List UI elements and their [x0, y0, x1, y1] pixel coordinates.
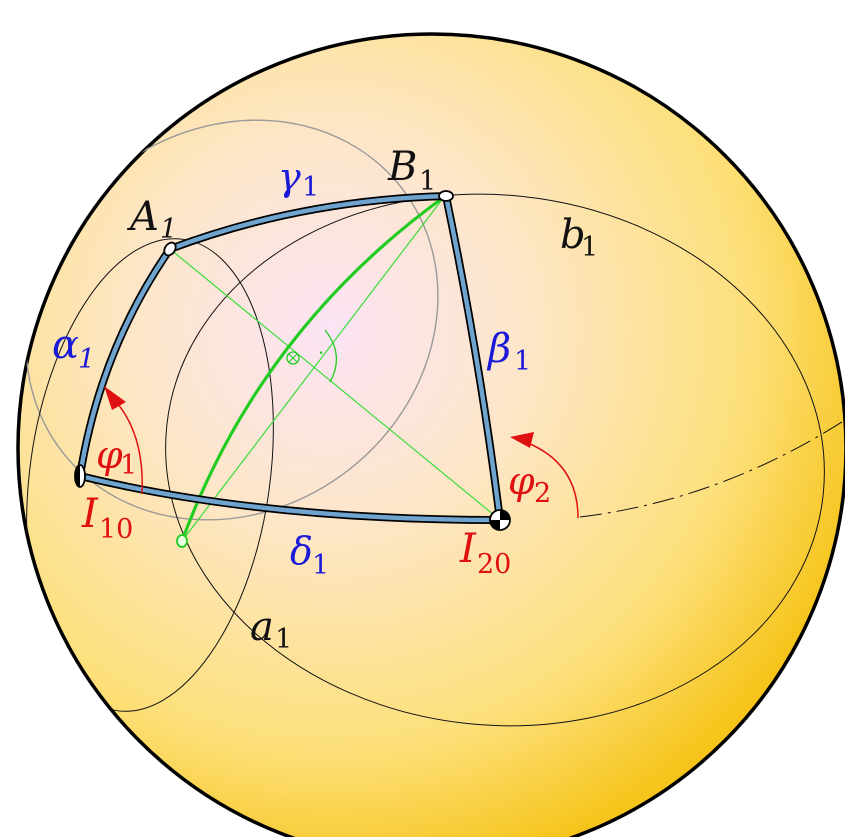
construction-line-I10-B1	[181, 196, 445, 542]
svg-text:1: 1	[78, 344, 95, 375]
fixed-joint-I10	[74, 464, 86, 488]
svg-text:1: 1	[302, 172, 319, 203]
svg-text:φ: φ	[96, 433, 123, 477]
angle-arrowhead-phi1	[104, 386, 126, 410]
angle-arrowhead-phi2	[510, 432, 534, 448]
svg-text:1: 1	[581, 232, 598, 263]
joint-B1	[438, 190, 454, 202]
circle-a1	[26, 238, 274, 712]
construction-line-A1-I20	[169, 248, 501, 521]
link-alpha1	[77, 247, 172, 477]
joint-A1	[163, 241, 177, 257]
label-delta1: δ 1	[290, 529, 329, 581]
right-angle-mark	[324, 329, 337, 383]
svg-text:A: A	[126, 194, 159, 240]
svg-text:φ: φ	[508, 459, 535, 503]
label-A1: A 1	[126, 194, 177, 245]
svg-text:10: 10	[99, 514, 133, 545]
svg-text:β: β	[486, 326, 511, 372]
label-beta1: β 1	[486, 326, 531, 377]
label-I20: I 20	[459, 526, 511, 580]
point-green-bottom	[176, 534, 188, 548]
label-gamma1: γ 1	[278, 155, 319, 203]
label-phi1: φ 1	[96, 433, 137, 481]
label-alpha1: α 1	[52, 322, 95, 375]
axis-line-continuation	[579, 419, 845, 518]
svg-text:1: 1	[160, 214, 177, 245]
angle-arc-phi2	[519, 439, 579, 519]
svg-text:1: 1	[514, 346, 531, 377]
right-angle-dot: ·	[318, 341, 324, 365]
svg-text:I: I	[459, 526, 477, 572]
svg-text:1: 1	[419, 166, 436, 197]
svg-text:b: b	[560, 212, 586, 258]
svg-text:1: 1	[120, 450, 137, 481]
intersection-point	[286, 351, 300, 365]
sphere	[16, 32, 845, 837]
svg-text:a: a	[250, 604, 274, 650]
bisector-arc	[180, 195, 445, 542]
link-beta1	[443, 195, 503, 521]
label-B1: B 1	[387, 144, 436, 197]
svg-text:1: 1	[312, 550, 329, 581]
svg-text:γ: γ	[278, 155, 301, 199]
label-b1: b 1	[560, 212, 598, 263]
fixed-joint-I20	[489, 509, 511, 531]
link-delta1	[79, 473, 501, 523]
svg-text:δ: δ	[290, 529, 313, 573]
four-bar-links	[76, 192, 504, 524]
circle-b1	[165, 193, 825, 727]
label-phi2: φ 2	[508, 459, 551, 509]
svg-text:2: 2	[534, 478, 551, 509]
svg-text:1: 1	[275, 624, 292, 655]
svg-text:I: I	[81, 491, 99, 537]
label-I10: I 10	[81, 491, 133, 545]
link-gamma1	[169, 193, 447, 252]
label-a1: a 1	[250, 604, 292, 655]
svg-text:20: 20	[477, 549, 511, 580]
intersection-cross-2	[288, 353, 298, 363]
svg-text:B: B	[387, 144, 417, 190]
svg-text:α: α	[52, 322, 79, 368]
